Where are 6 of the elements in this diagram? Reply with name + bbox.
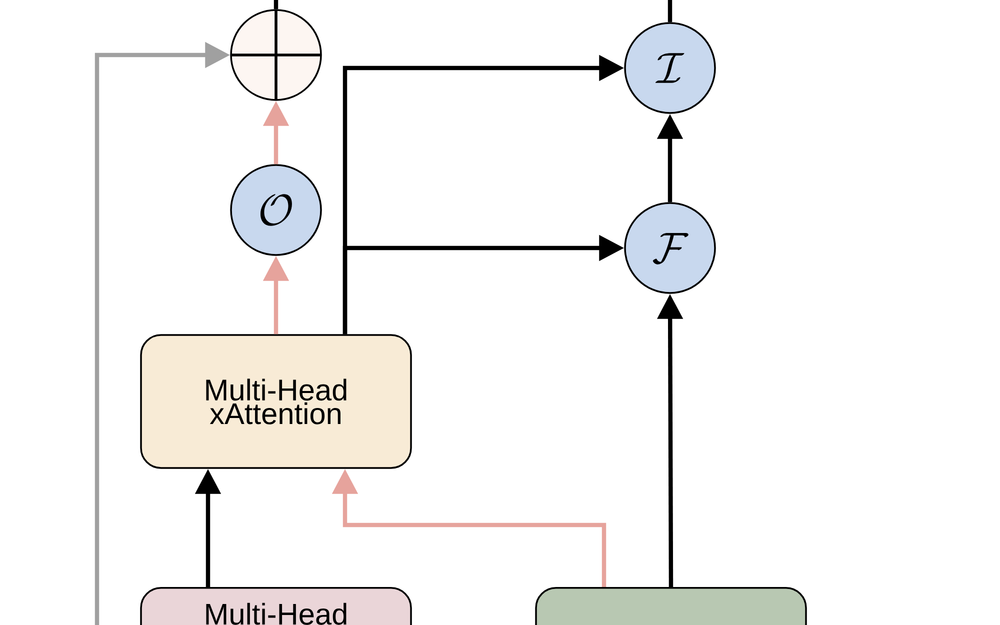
process-box: Multi-Head xyxy=(140,587,412,625)
plus-circle xyxy=(230,9,322,101)
process-box: Multi-Head xAttention xyxy=(140,334,412,469)
connector-line xyxy=(668,0,672,22)
connector-line xyxy=(274,0,278,10)
process-box xyxy=(535,587,807,625)
